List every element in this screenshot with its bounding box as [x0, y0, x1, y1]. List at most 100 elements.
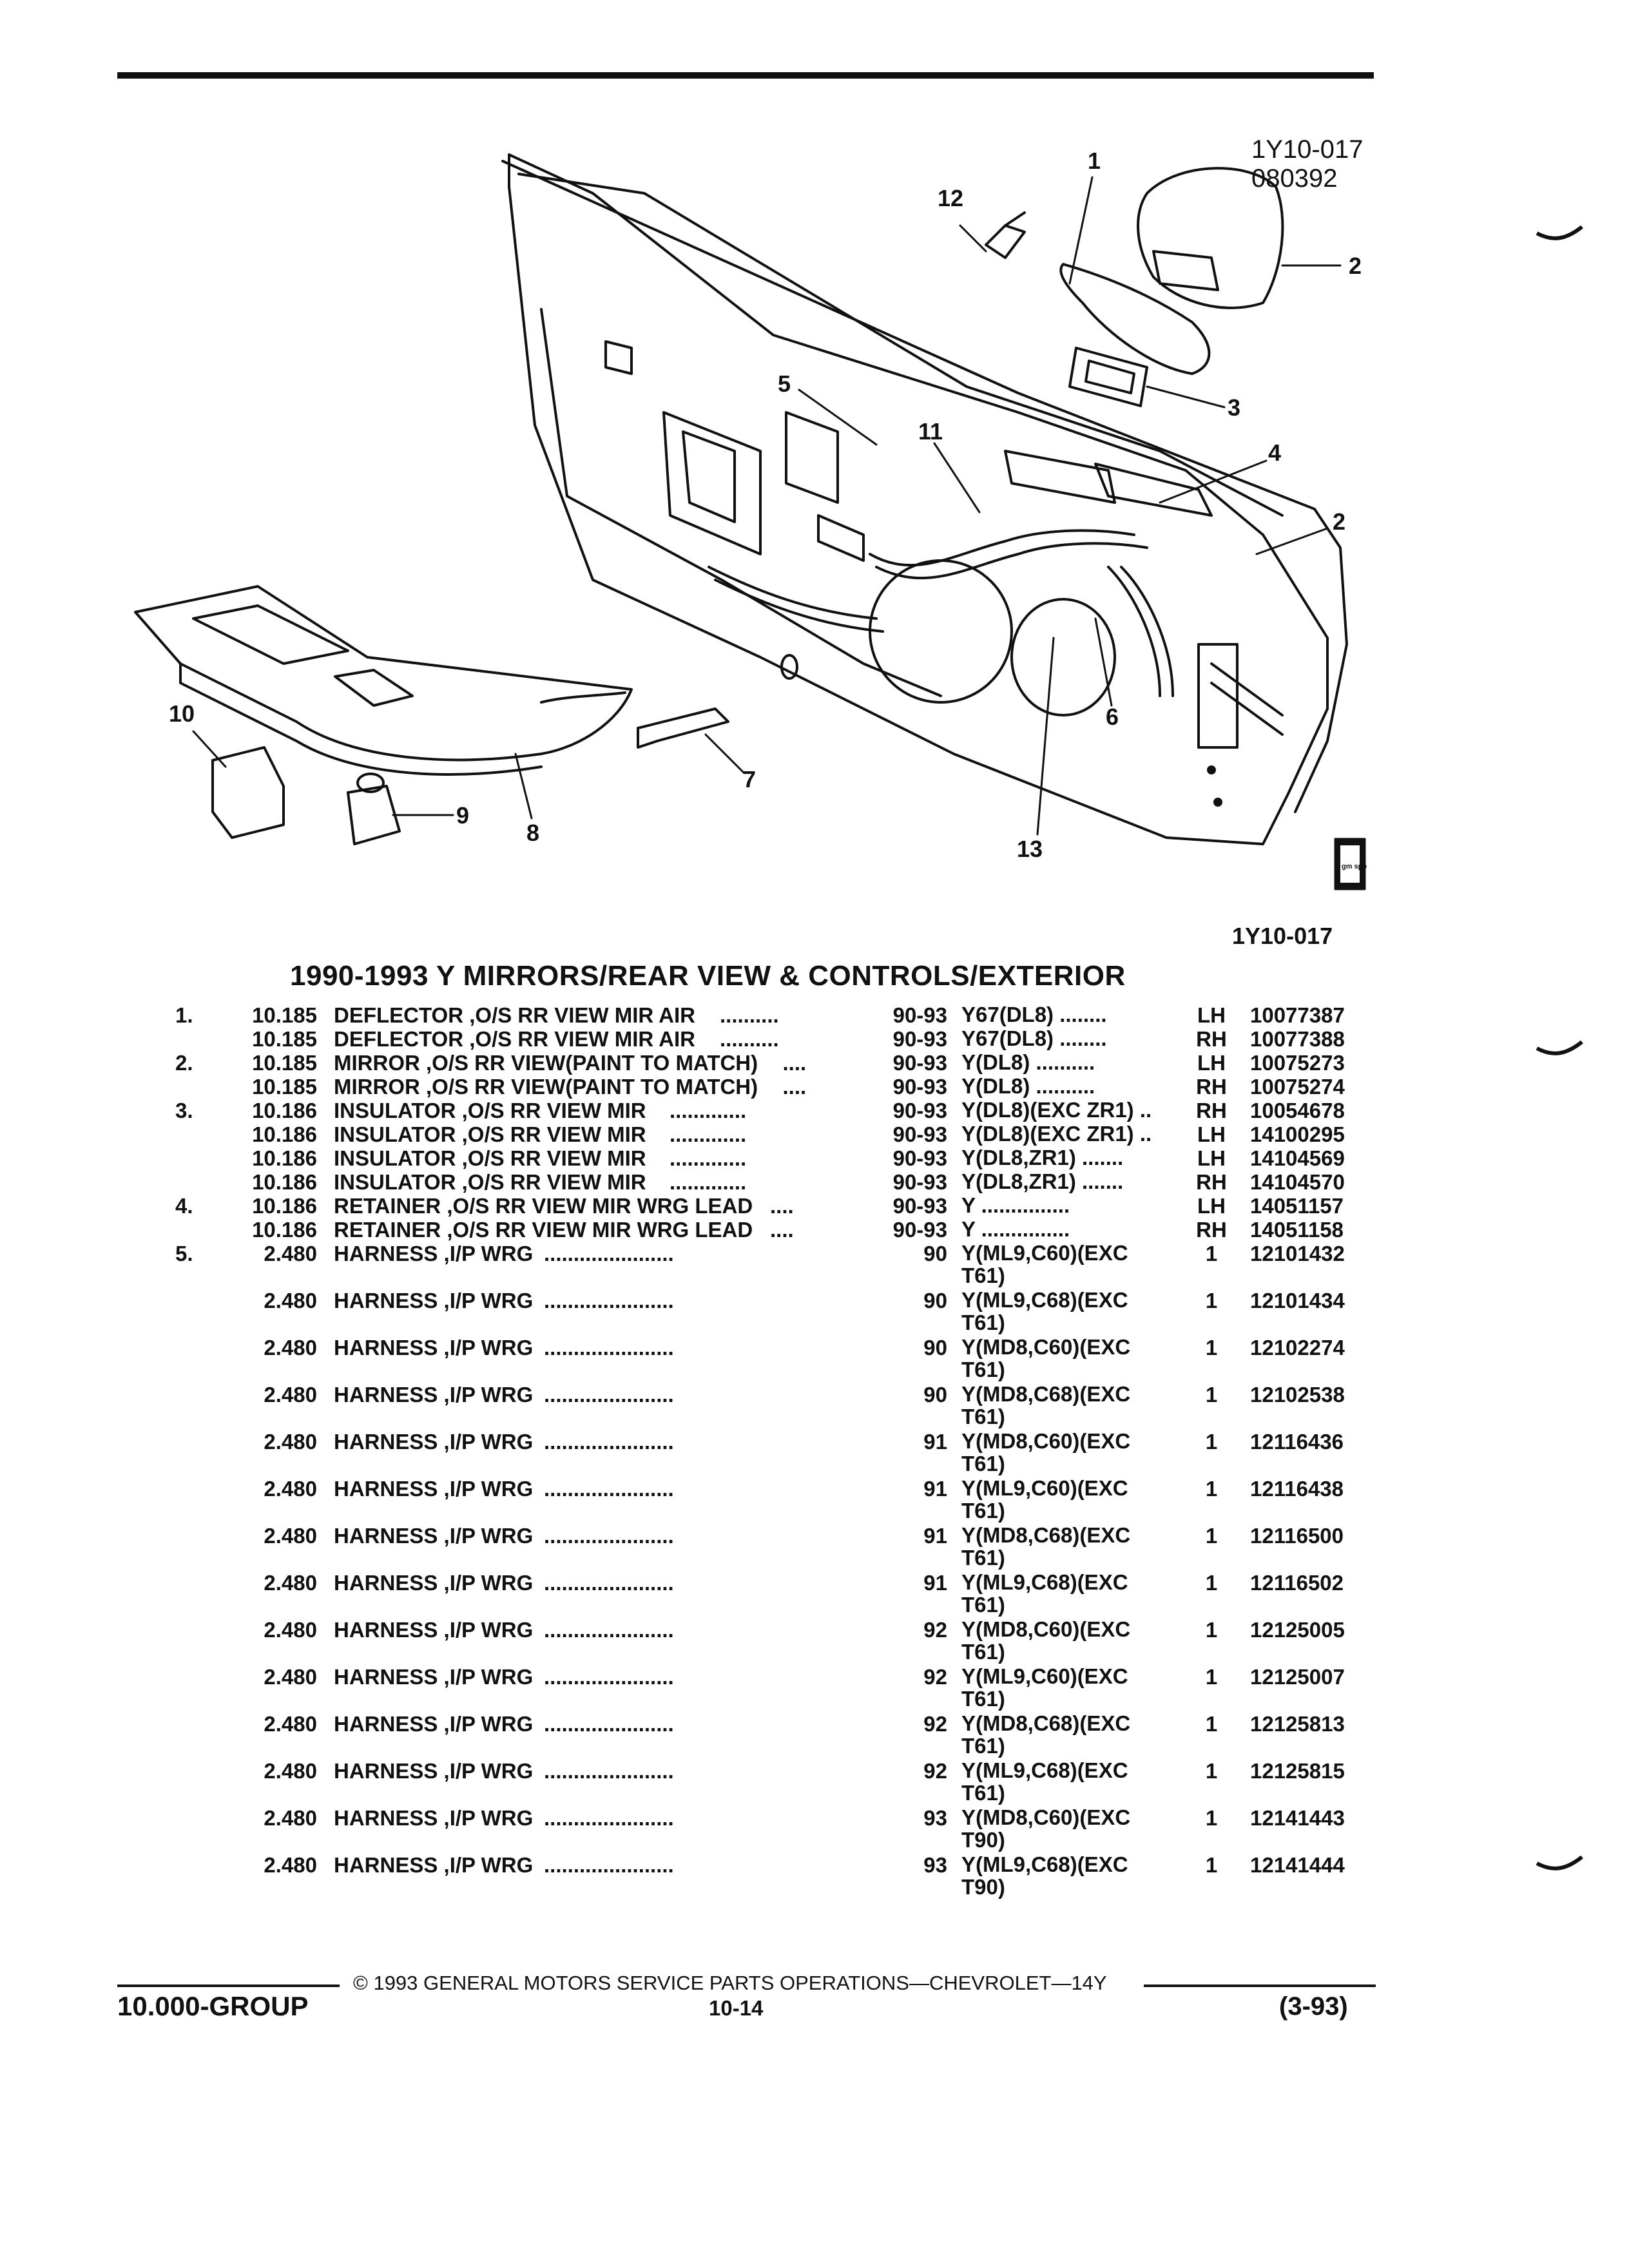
model-line: Y(ML9,C68)(EXC — [961, 1852, 1128, 1876]
model-years: 90-93 — [892, 1051, 947, 1075]
group-number: 2.480 — [264, 1430, 317, 1454]
dot-leader: .... — [782, 1051, 807, 1075]
dot-leader: ...................... — [544, 1524, 674, 1548]
part-number: 10077388 — [1250, 1027, 1345, 1051]
part-description: HARNESS ,I/P WRG — [334, 1806, 534, 1830]
part-number: 10054678 — [1250, 1099, 1345, 1122]
model-years: 90-93 — [892, 1170, 947, 1194]
quantity-side: 1 — [1205, 1524, 1218, 1548]
callout-10: 10 — [169, 700, 195, 727]
part-description: HARNESS ,I/P WRG — [334, 1430, 534, 1454]
quantity-side: RH — [1196, 1218, 1227, 1242]
dot-leader: ...................... — [544, 1336, 674, 1360]
model-line-continued: T61) — [961, 1405, 1005, 1428]
item-number: 3. — [175, 1099, 193, 1122]
model-years: 90-93 — [892, 1218, 947, 1242]
part-description: HARNESS ,I/P WRG — [334, 1759, 534, 1783]
model-line: Y67(DL8) — [961, 1026, 1054, 1050]
quantity-side: 1 — [1205, 1383, 1218, 1407]
model-application: Y ............... — [961, 1194, 1070, 1216]
dot-leader: ............... — [981, 1193, 1070, 1217]
quantity-side: 1 — [1205, 1242, 1218, 1265]
quantity-side: RH — [1196, 1027, 1227, 1051]
quantity-side: RH — [1196, 1170, 1227, 1194]
model-years: 91 — [923, 1524, 947, 1548]
model-line-continued: T61) — [961, 1593, 1005, 1617]
model-line: Y(DL8) — [961, 1074, 1030, 1098]
callout-8: 8 — [526, 820, 539, 846]
mirror-drawing — [985, 167, 1284, 407]
footer-group: 10.000-GROUP — [117, 1991, 309, 2021]
part-number: 12102538 — [1250, 1383, 1345, 1407]
illustration-id: 1Y10-017 — [1251, 135, 1363, 164]
dot-leader: ........ — [1059, 1003, 1107, 1026]
dot-leader: ...................... — [544, 1665, 674, 1689]
dot-leader: ........ — [1059, 1026, 1107, 1050]
dot-leader: .. — [1139, 1098, 1152, 1122]
part-description: DEFLECTOR ,O/S RR VIEW MIR AIR — [334, 1003, 696, 1027]
model-line-continued: T61) — [961, 1311, 1005, 1334]
model-line-continued: T61) — [961, 1687, 1005, 1711]
part-description: HARNESS ,I/P WRG — [334, 1618, 534, 1642]
part-description: INSULATOR ,O/S RR VIEW MIR — [334, 1122, 646, 1146]
part-description: RETAINER ,O/S RR VIEW MIR WRG LEAD — [334, 1218, 753, 1242]
logo-text: gm spo — [1342, 863, 1367, 870]
quantity-side: RH — [1196, 1099, 1227, 1122]
dot-leader: ...................... — [544, 1618, 674, 1642]
footer-date: (3-93) — [1279, 1992, 1348, 2021]
item-number: 4. — [175, 1194, 193, 1218]
quantity-side: LH — [1197, 1003, 1226, 1027]
model-years: 90 — [923, 1383, 947, 1407]
callout-1: 1 — [1088, 148, 1101, 174]
model-line-continued: T90) — [961, 1828, 1005, 1852]
dot-leader: .... — [770, 1194, 794, 1218]
model-line: Y(DL8) — [961, 1050, 1030, 1074]
model-application: Y(DL8) .......... — [961, 1075, 1095, 1097]
model-years: 90-93 — [892, 1194, 947, 1218]
gm-spo-logo: gm spo — [1334, 838, 1367, 890]
group-number: 2.480 — [264, 1853, 317, 1877]
dot-leader: ...................... — [544, 1477, 674, 1501]
model-line-continued: T90) — [961, 1875, 1005, 1899]
part-number: 12102274 — [1250, 1336, 1345, 1360]
part-description: HARNESS ,I/P WRG — [334, 1524, 534, 1548]
part-number: 12101432 — [1250, 1242, 1345, 1265]
group-number: 2.480 — [264, 1759, 317, 1783]
model-application: Y(DL8) .......... — [961, 1051, 1095, 1073]
quantity-side: 1 — [1205, 1571, 1218, 1595]
model-application: Y(DL8)(EXC ZR1) .. — [961, 1122, 1152, 1145]
group-number: 2.480 — [264, 1383, 317, 1407]
part-number: 14100295 — [1250, 1122, 1345, 1146]
part-description: HARNESS ,I/P WRG — [334, 1336, 534, 1360]
quantity-side: 1 — [1205, 1665, 1218, 1689]
part-number: 12116502 — [1250, 1571, 1344, 1595]
callout-13: 13 — [1017, 836, 1043, 862]
dot-leader: ...................... — [544, 1759, 674, 1783]
model-line-continued: T61) — [961, 1358, 1005, 1381]
quantity-side: LH — [1197, 1122, 1226, 1146]
model-line: Y(ML9,C68)(EXC — [961, 1570, 1128, 1594]
part-description: MIRROR ,O/S RR VIEW(PAINT TO MATCH) — [334, 1075, 758, 1099]
part-number: 14104569 — [1250, 1146, 1345, 1170]
model-line: Y(DL8,ZR1) — [961, 1146, 1076, 1169]
model-years: 92 — [923, 1759, 947, 1783]
callout-6: 6 — [1106, 704, 1119, 730]
exploded-diagram: 1 2 3 4 2 5 6 7 8 9 10 11 12 13 1Y10-017… — [134, 135, 1367, 890]
dot-leader: ............. — [670, 1170, 747, 1194]
